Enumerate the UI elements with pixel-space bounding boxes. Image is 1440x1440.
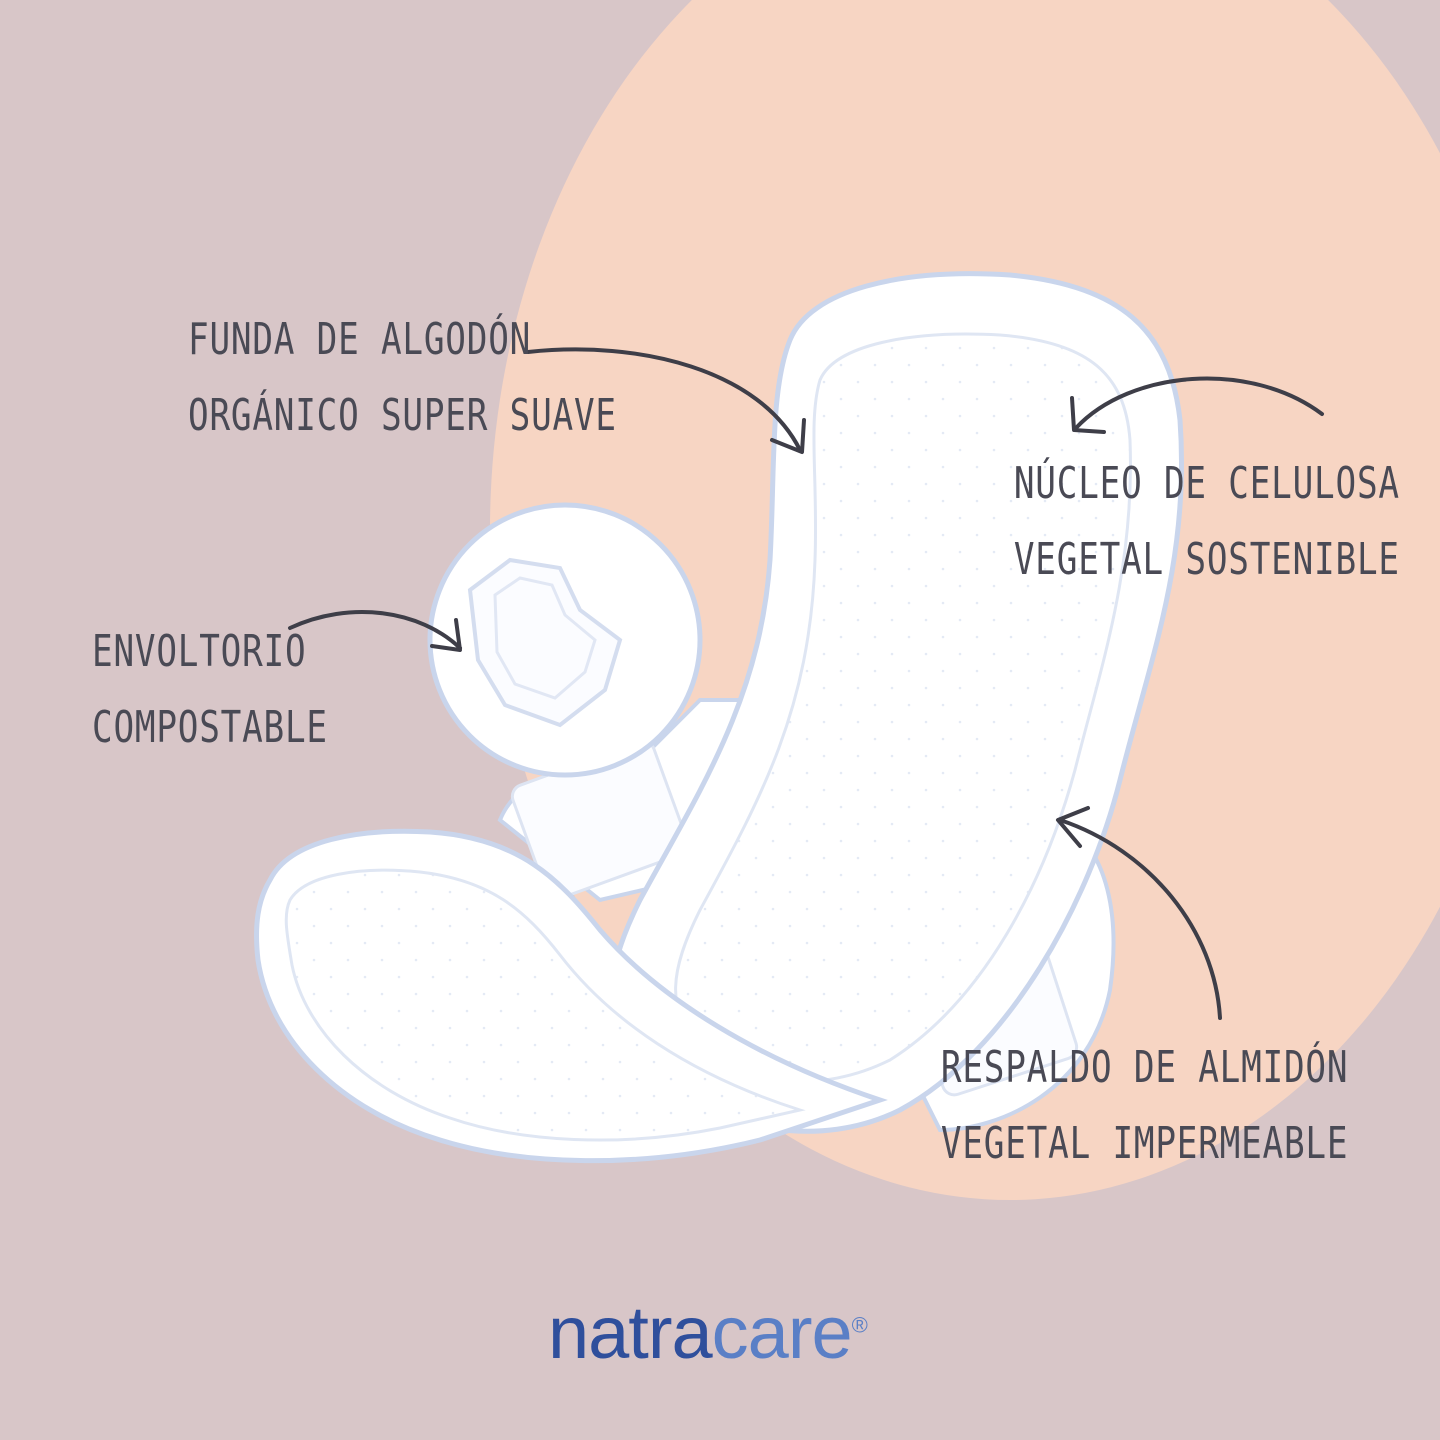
- arrow-core-head: [1070, 396, 1106, 434]
- arrow-backing-head: [1056, 806, 1090, 848]
- arrow-wrapper-head: [430, 618, 462, 652]
- arrow-wrapper: [288, 610, 462, 650]
- arrow-backing: [1058, 818, 1222, 1020]
- brand-logo: natracare®: [548, 1290, 868, 1375]
- label-core-line1: NÚCLEO DE CELULOSA: [1014, 458, 1400, 509]
- label-core-line2: VEGETAL SOSTENIBLE: [1014, 534, 1400, 585]
- pad-front-core: [284, 868, 806, 1142]
- label-wrapper-line2: COMPOSTABLE: [92, 702, 328, 753]
- label-backing-line1: RESPALDO DE ALMIDÓN: [940, 1042, 1348, 1093]
- label-cover: FUNDA DE ALGODÓN ORGÁNICO SUPER SUAVE: [188, 302, 617, 454]
- label-cover-line2: ORGÁNICO SUPER SUAVE: [188, 390, 617, 441]
- brand-registered-mark: ®: [851, 1312, 868, 1338]
- label-core: NÚCLEO DE CELULOSA VEGETAL SOSTENIBLE: [1014, 446, 1400, 598]
- brand-logo-part1: natra: [548, 1291, 713, 1374]
- label-wrapper-line1: ENVOLTORIO: [92, 626, 307, 677]
- arrow-cover-head: [770, 418, 806, 454]
- arrow-core: [1074, 376, 1324, 430]
- label-backing-line2: VEGETAL IMPERMEABLE: [940, 1118, 1348, 1169]
- wrapper-package-inner: [493, 576, 597, 700]
- label-cover-line1: FUNDA DE ALGODÓN: [188, 314, 532, 365]
- brand-logo-part2: care: [711, 1291, 853, 1374]
- arrow-cover: [526, 347, 802, 452]
- pad-upright-core: [674, 332, 1132, 1083]
- wrapper-package: [467, 557, 623, 728]
- label-wrapper: ENVOLTORIO COMPOSTABLE: [92, 614, 328, 766]
- label-backing: RESPALDO DE ALMIDÓN VEGETAL IMPERMEABLE: [941, 1030, 1348, 1182]
